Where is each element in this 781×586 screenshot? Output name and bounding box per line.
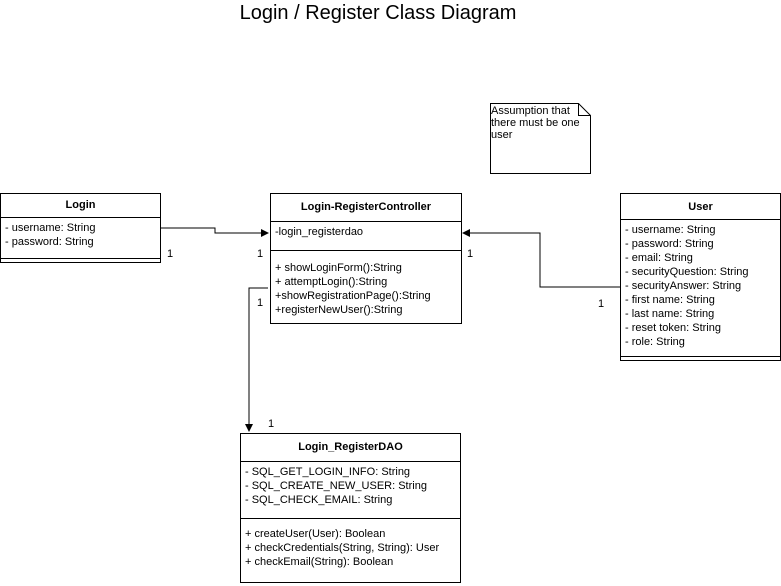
controller-attribute: -login_registerdao	[275, 226, 364, 238]
user-attribute: - securityQuestion: String	[625, 266, 749, 278]
multiplicity-controller-from-login: 1	[257, 248, 264, 260]
user-attribute: - password: String	[625, 238, 714, 250]
user-attribute: - securityAnswer: String	[625, 280, 742, 292]
user-attribute: - last name: String	[625, 308, 715, 320]
dao-class-name: Login_RegisterDAO	[241, 434, 460, 462]
user-attributes: - username: String - password: String - …	[621, 220, 780, 349]
controller-operation: +showRegistrationPage():String	[275, 290, 431, 302]
dao-operation: + checkEmail(String): Boolean	[245, 556, 394, 568]
login-class[interactable]: Login - username: String - password: Str…	[0, 193, 161, 263]
assumption-note[interactable]: Assumption that there must be one user	[490, 103, 591, 174]
login-empty-operations-divider	[1, 258, 160, 259]
dao-attributes: - SQL_GET_LOGIN_INFO: String - SQL_CREAT…	[241, 462, 460, 518]
user-attribute: - username: String	[625, 224, 716, 236]
user-empty-operations-divider	[621, 356, 780, 357]
user-class[interactable]: User - username: String - password: Stri…	[620, 193, 781, 361]
controller-operation: + showLoginForm():String	[275, 262, 402, 274]
controller-to-dao-association	[245, 287, 268, 432]
user-attribute: - first name: String	[625, 294, 715, 306]
user-class-name: User	[621, 194, 780, 220]
user-attribute: - role: String	[625, 336, 685, 348]
note-text: Assumption that there must be one user	[491, 105, 580, 141]
login-attributes: - username: String - password: String	[1, 218, 160, 249]
controller-operation: +registerNewUser():String	[275, 304, 403, 316]
dao-operation: + createUser(User): Boolean	[245, 528, 386, 540]
dao-attribute: - SQL_GET_LOGIN_INFO: String	[245, 466, 411, 478]
multiplicity-dao-side: 1	[268, 418, 275, 430]
dao-class[interactable]: Login_RegisterDAO - SQL_GET_LOGIN_INFO: …	[240, 433, 461, 583]
controller-class-name: Login-RegisterController	[271, 194, 461, 222]
controller-operation: + attemptLogin():String	[275, 276, 388, 288]
controller-operations: + showLoginForm():String + attemptLogin(…	[271, 250, 461, 317]
diagram-title: Login / Register Class Diagram	[239, 2, 517, 24]
login-attribute: - username: String	[5, 222, 96, 234]
controller-attributes: -login_registerdao	[271, 222, 461, 250]
user-attribute: - email: String	[625, 252, 693, 264]
multiplicity-user-side: 1	[598, 298, 605, 310]
login-class-name: Login	[1, 194, 160, 218]
dao-attribute: - SQL_CHECK_EMAIL: String	[245, 494, 393, 506]
controller-class[interactable]: Login-RegisterController -login_register…	[270, 193, 462, 324]
multiplicity-login-side: 1	[167, 248, 174, 260]
user-to-controller-association	[462, 229, 620, 288]
note-shape	[490, 103, 591, 174]
dao-attribute: - SQL_CREATE_NEW_USER: String	[245, 480, 427, 492]
login-attribute: - password: String	[5, 236, 94, 248]
login-to-controller-association	[161, 227, 269, 237]
multiplicity-controller-from-user: 1	[467, 248, 474, 260]
user-attribute: - reset token: String	[625, 322, 721, 334]
dao-operations: + createUser(User): Boolean + checkCrede…	[241, 518, 460, 569]
multiplicity-controller-to-dao: 1	[257, 297, 264, 309]
dao-operation: + checkCredentials(String, String): User	[245, 542, 440, 554]
